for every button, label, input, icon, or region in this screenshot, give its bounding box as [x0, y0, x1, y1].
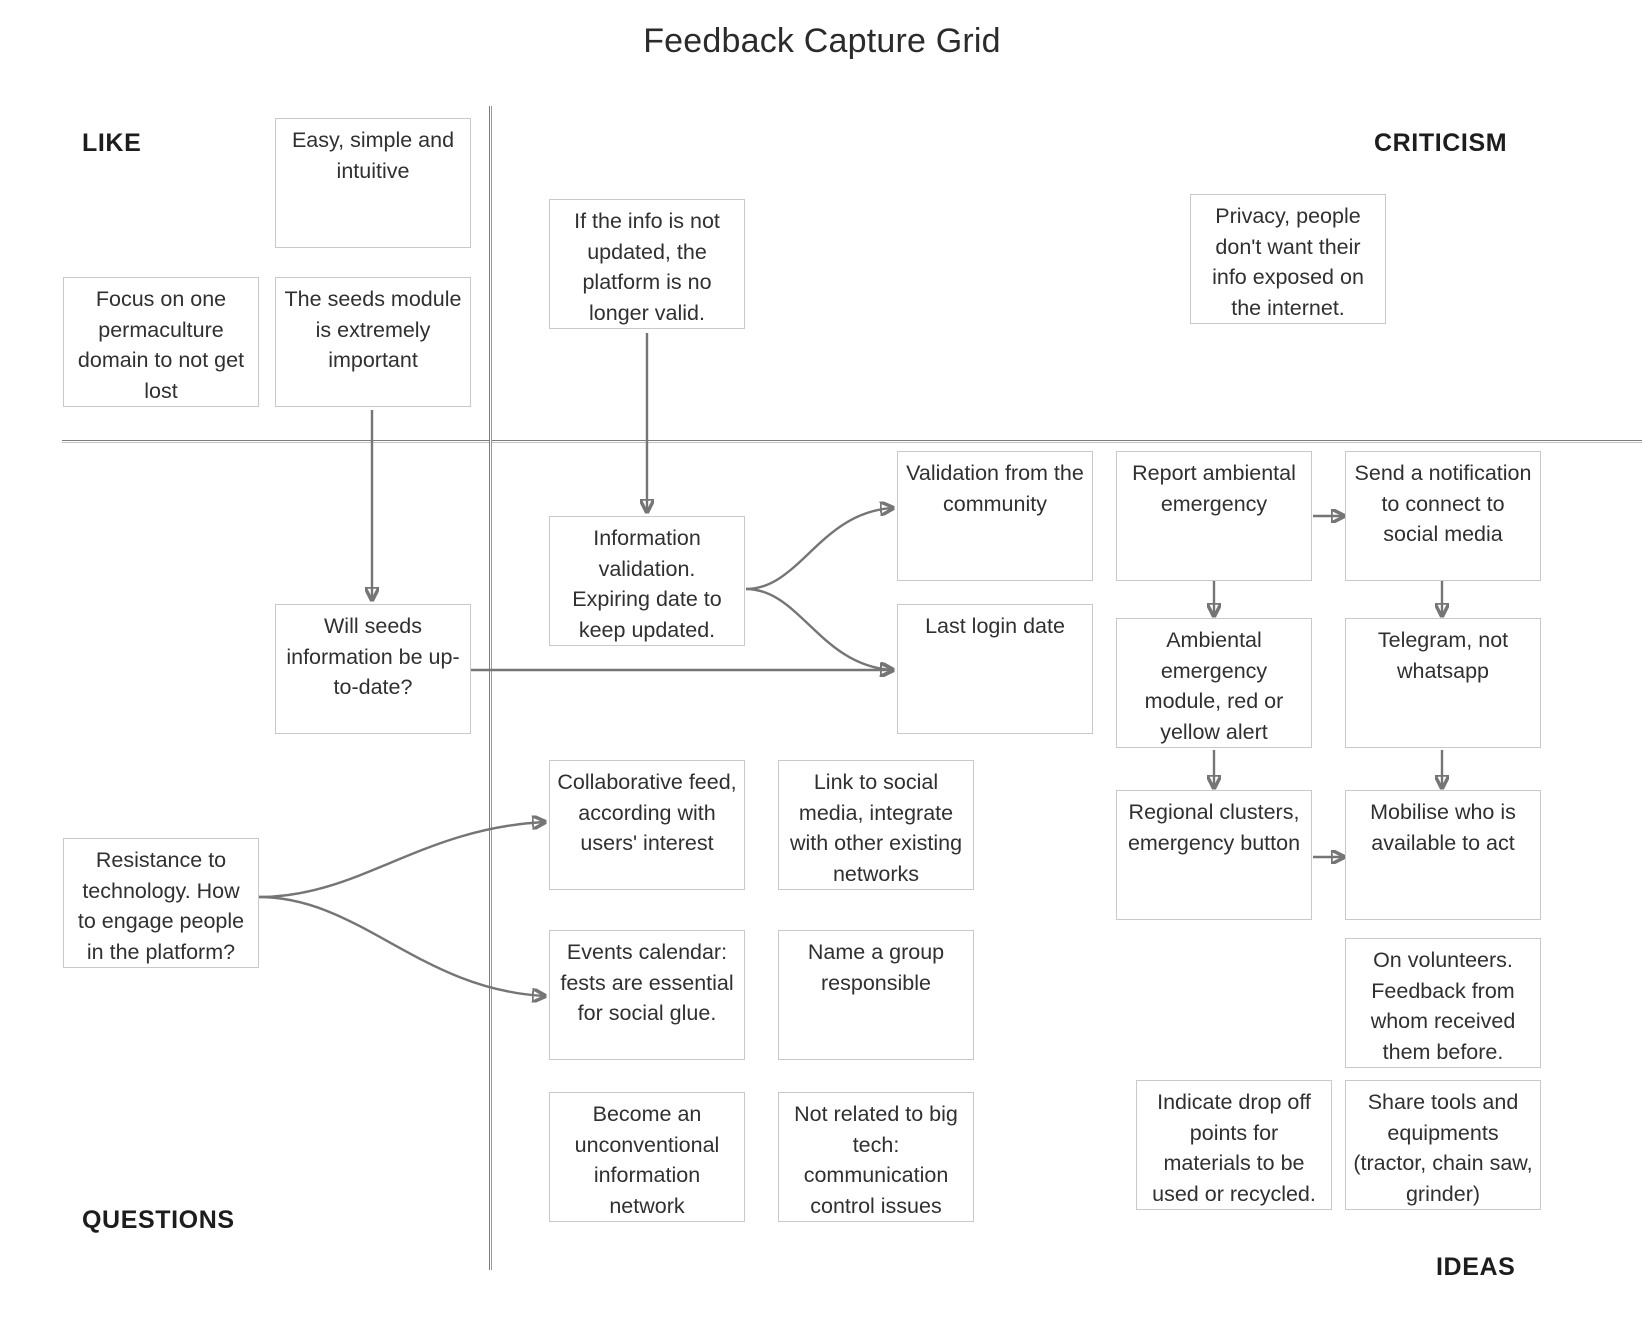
- note-last-login[interactable]: Last login date: [897, 604, 1093, 734]
- note-seeds-module[interactable]: The seeds module is extremely important: [275, 277, 471, 407]
- note-focus-permaculture[interactable]: Focus on one permaculture domain to not …: [63, 277, 259, 407]
- note-on-volunteers[interactable]: On volunteers. Feedback from whom receiv…: [1345, 938, 1541, 1068]
- quadrant-label-like: LIKE: [82, 129, 142, 157]
- note-collaborative-feed[interactable]: Collaborative feed, according with users…: [549, 760, 745, 890]
- note-name-group[interactable]: Name a group responsible: [778, 930, 974, 1060]
- quadrant-label-questions: QUESTIONS: [82, 1206, 235, 1234]
- connector-resistance-to-collaborative-feed: [258, 822, 545, 899]
- note-send-notification[interactable]: Send a notification to connect to social…: [1345, 451, 1541, 581]
- note-indicate-drop-off[interactable]: Indicate drop off points for materials t…: [1136, 1080, 1332, 1210]
- note-report-ambiental[interactable]: Report ambiental emergency: [1116, 451, 1312, 581]
- note-info-validation[interactable]: Information validation. Expiring date to…: [549, 516, 745, 646]
- quadrant-label-criticism: CRITICISM: [1374, 129, 1508, 157]
- quadrant-label-ideas: IDEAS: [1436, 1253, 1516, 1281]
- note-privacy[interactable]: Privacy, people don't want their info ex…: [1190, 194, 1386, 324]
- note-events-calendar[interactable]: Events calendar: fests are essential for…: [549, 930, 745, 1060]
- note-info-not-updated[interactable]: If the info is not updated, the platform…: [549, 199, 745, 329]
- note-regional-clusters[interactable]: Regional clusters, emergency button: [1116, 790, 1312, 920]
- note-mobilise[interactable]: Mobilise who is available to act: [1345, 790, 1541, 920]
- note-easy-simple[interactable]: Easy, simple and intuitive: [275, 118, 471, 248]
- note-link-social-media[interactable]: Link to social media, integrate with oth…: [778, 760, 974, 890]
- note-telegram[interactable]: Telegram, not whatsapp: [1345, 618, 1541, 748]
- note-become-unconventional[interactable]: Become an unconventional information net…: [549, 1092, 745, 1222]
- connector-info-validation-to-validation-community: [745, 508, 893, 591]
- page-title: Feedback Capture Grid: [643, 22, 1001, 60]
- note-ambiental-module[interactable]: Ambiental emergency module, red or yello…: [1116, 618, 1312, 748]
- grid-vertical-axis: [489, 106, 492, 1270]
- note-seeds-up-to-date[interactable]: Will seeds information be up-to-date?: [275, 604, 471, 734]
- note-validation-community[interactable]: Validation from the community: [897, 451, 1093, 581]
- note-not-big-tech[interactable]: Not related to big tech: communication c…: [778, 1092, 974, 1222]
- note-share-tools[interactable]: Share tools and equipments (tractor, cha…: [1345, 1080, 1541, 1210]
- note-resistance-tech[interactable]: Resistance to technology. How to engage …: [63, 838, 259, 968]
- connector-info-validation-to-last-login: [745, 587, 893, 670]
- connector-resistance-to-events-calendar: [258, 895, 545, 996]
- grid-horizontal-axis: [62, 440, 1642, 443]
